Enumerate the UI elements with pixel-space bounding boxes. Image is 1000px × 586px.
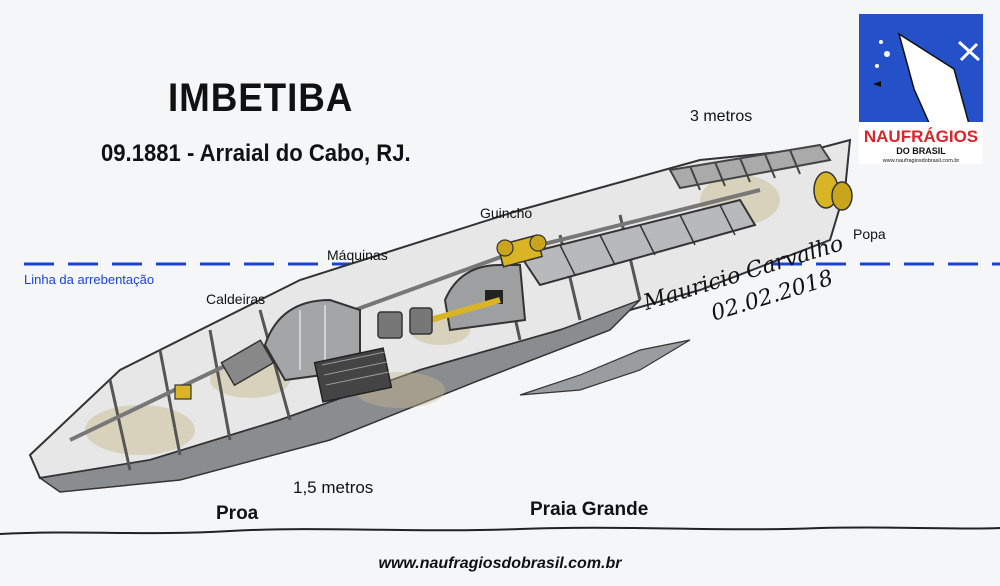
footer-url: www.naufragiosdobrasil.com.br <box>378 555 622 572</box>
label-surf-line: Linha da arrebentação <box>24 272 155 287</box>
diagram-subtitle: 09.1881 - Arraial do Cabo, RJ. <box>101 140 411 167</box>
label-engines: Máquinas <box>327 247 388 263</box>
naufragios-logo: NAUFRÁGIOS DO BRASIL www.naufragiosdobra… <box>859 14 983 164</box>
label-winch: Guincho <box>480 205 533 221</box>
logo-ship-icon: NAUFRÁGIOS DO BRASIL www.naufragiosdobra… <box>859 14 983 164</box>
engine-cylinder <box>429 264 527 332</box>
label-beach: Praia Grande <box>530 499 649 520</box>
winch <box>496 234 547 268</box>
label-depth-bow: 1,5 metros <box>293 478 374 497</box>
logo-name-line2: DO BRASIL <box>896 146 946 156</box>
propeller <box>813 171 853 211</box>
label-stern: Popa <box>853 226 886 242</box>
logo-name-line1: NAUFRÁGIOS <box>864 127 978 146</box>
seabed-line <box>0 526 1000 535</box>
label-depth-stern: 3 metros <box>690 108 753 125</box>
scattered-machinery <box>174 307 433 400</box>
diagram-title: IMBETIBA <box>168 76 354 120</box>
label-bow: Proa <box>216 503 259 524</box>
logo-url: www.naufragiosdobrasil.com.br <box>882 158 960 164</box>
stern-deck <box>668 143 832 191</box>
shaft-tunnel <box>518 198 757 287</box>
boilers <box>263 298 393 403</box>
label-boilers: Caldeiras <box>206 291 266 307</box>
